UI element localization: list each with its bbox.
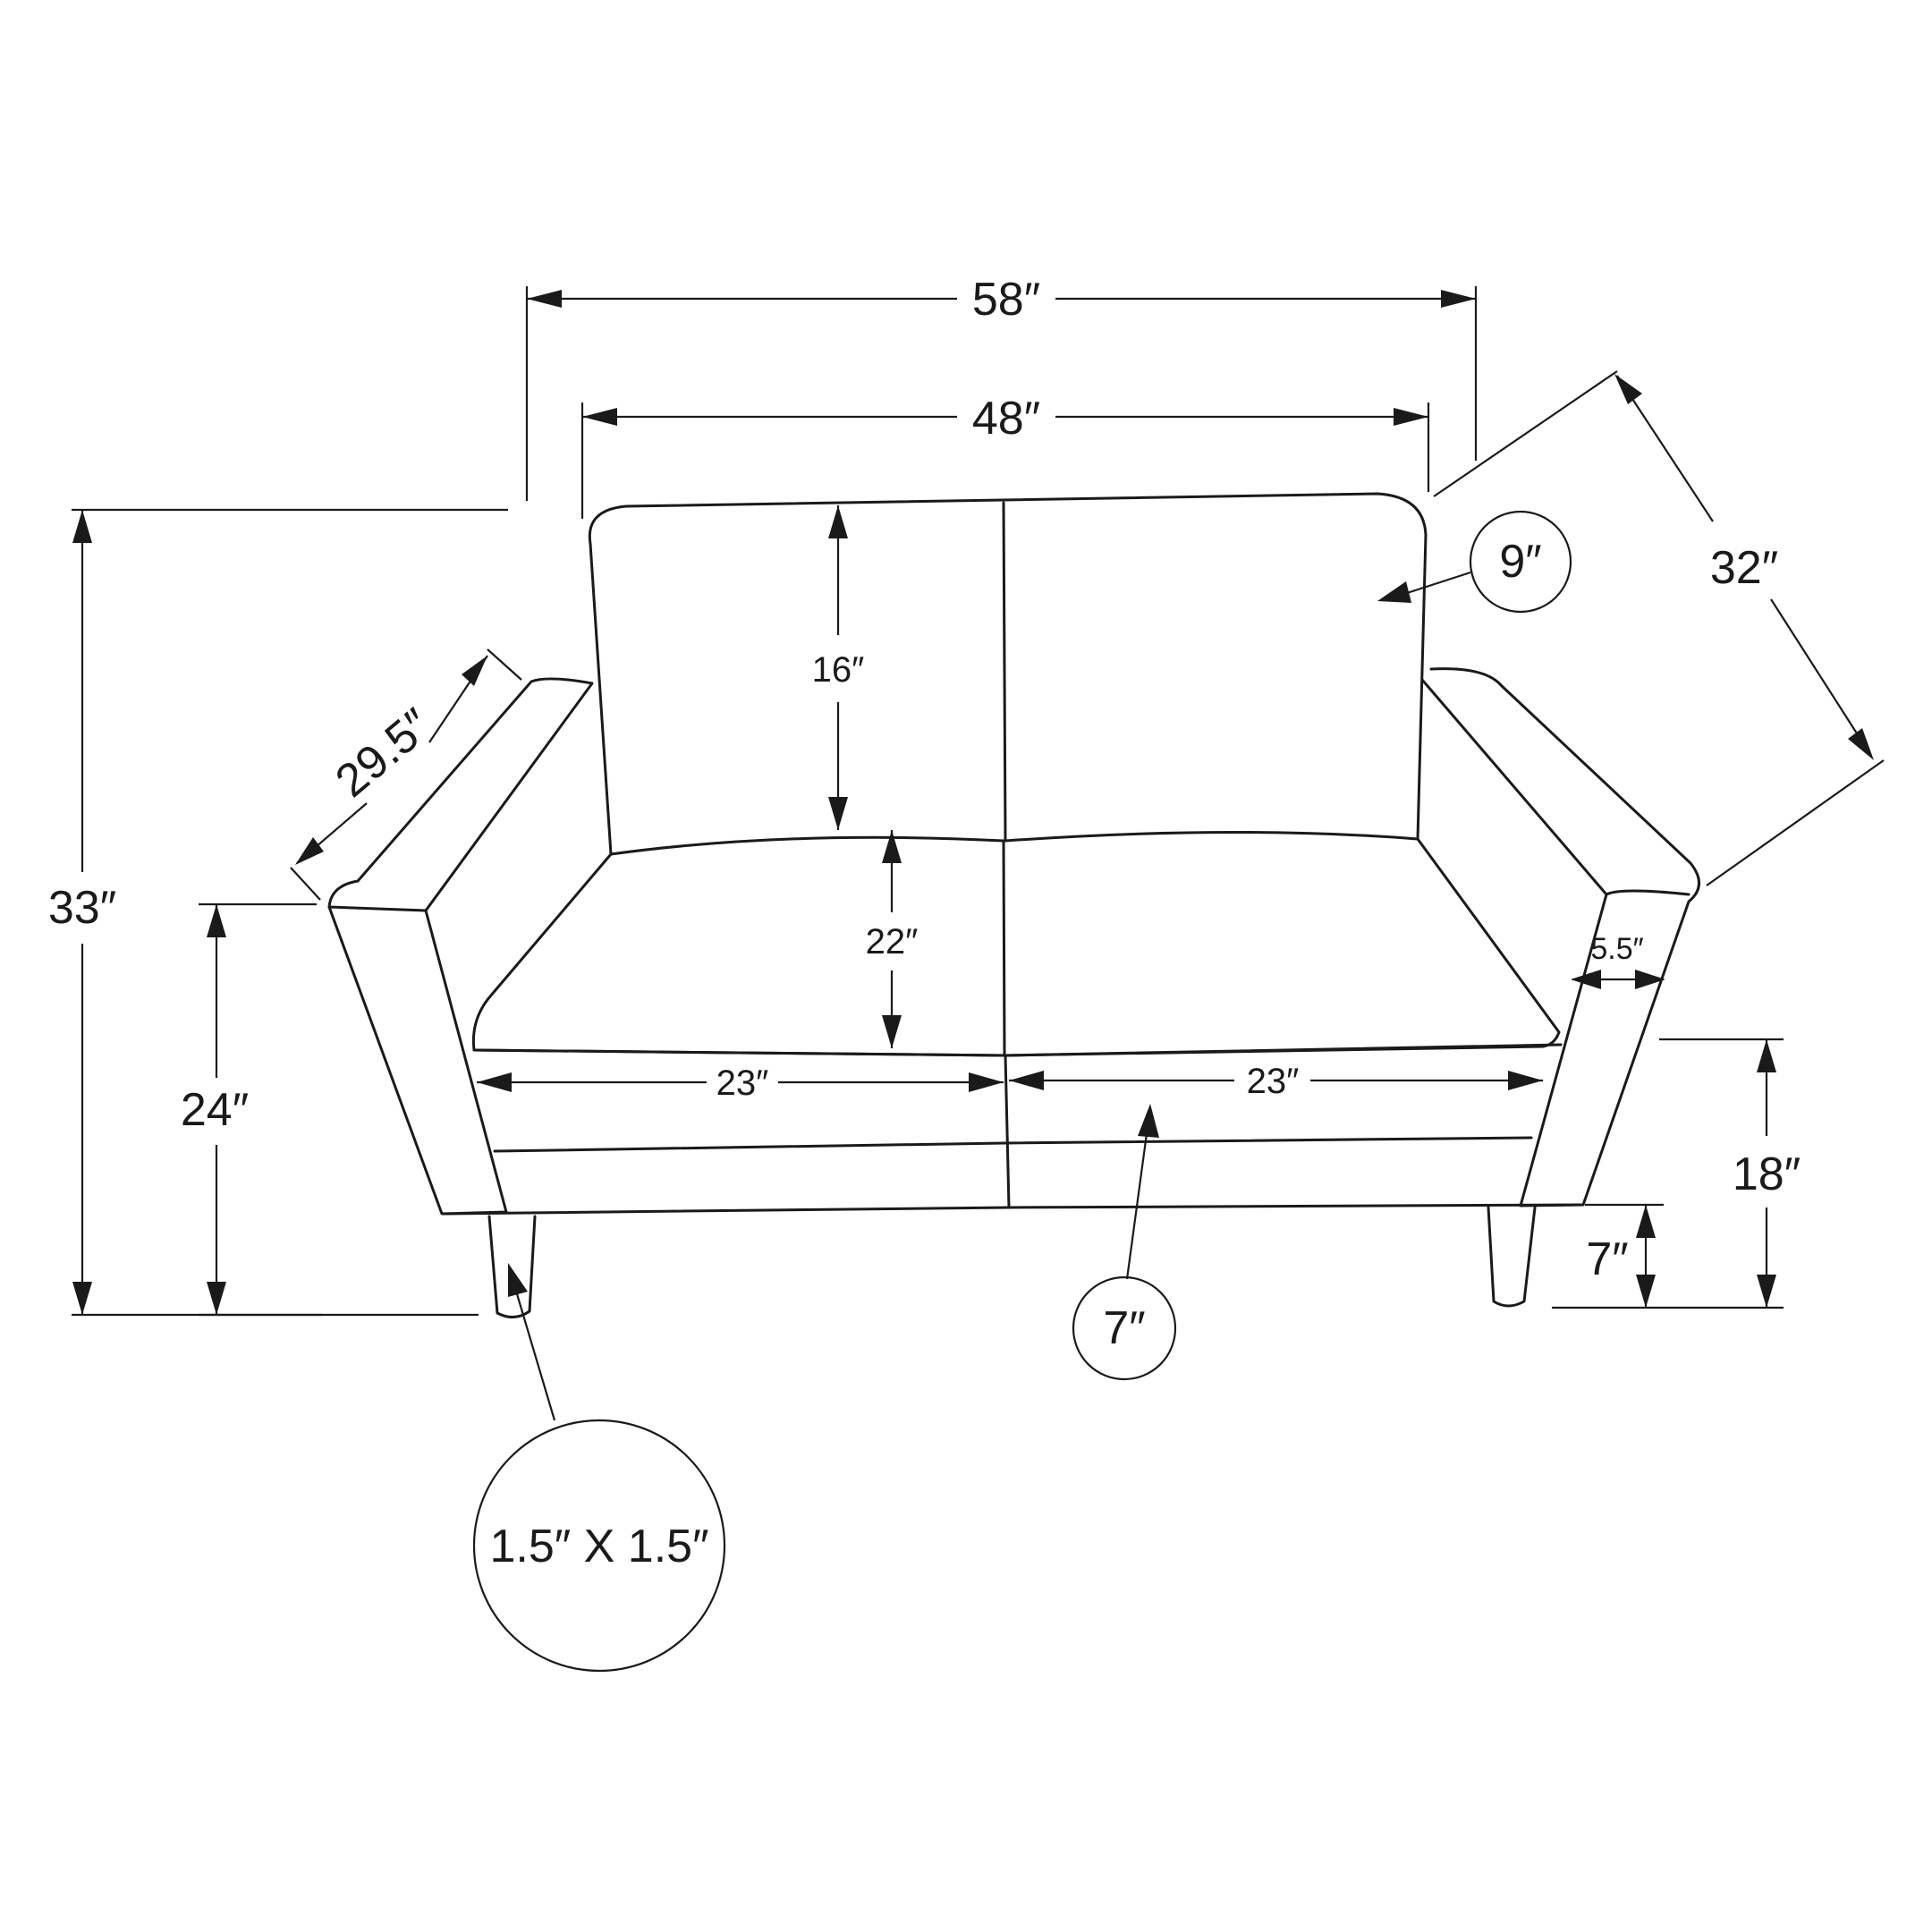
sofa-outline — [327, 492, 1700, 1318]
seat-cushion-left — [471, 835, 1006, 1057]
seat-cushion-right-width-label: 23″ — [1247, 1062, 1300, 1101]
leg-height-label: 7″ — [1586, 1233, 1628, 1285]
overall-width-label: 58″ — [972, 274, 1040, 326]
seat-front-center-seam — [1004, 1054, 1011, 1209]
right-arm — [1420, 667, 1700, 1208]
arm-height-label: 24″ — [181, 1084, 249, 1136]
leg-size-callout-circle — [472, 1419, 726, 1673]
seat-width-label: 48″ — [972, 393, 1040, 445]
seat-base-bottom — [443, 1203, 1583, 1216]
back-depth-callout-circle — [1469, 510, 1572, 614]
left-arm — [327, 677, 594, 1216]
arm-length-label: 29.5″ — [326, 699, 442, 807]
cushion-thickness-callout-circle — [1072, 1275, 1177, 1381]
left-leg — [487, 1215, 537, 1318]
backrest — [588, 492, 1428, 856]
arm-width-label: 5.5″ — [1590, 932, 1643, 966]
dimension-lines — [72, 286, 1885, 1673]
seat-cushion-right — [1004, 830, 1561, 1057]
overall-height-label: 33″ — [48, 882, 116, 934]
seat-cushion-left-width-label: 23″ — [716, 1063, 769, 1103]
right-leg — [1487, 1206, 1537, 1308]
leg-size-label: 1.5″ X 1.5″ — [490, 1521, 709, 1572]
seat-depth-label: 22″ — [866, 922, 919, 962]
dimension-labels: 58″ 48″ 32″ 9″ 16″ 22″ 29.5″ 33″ 24″ 5.5… — [48, 274, 1801, 1572]
backrest-seam — [1002, 501, 1007, 843]
seat-cushion-thickness-label: 7″ — [1103, 1302, 1145, 1354]
overall-depth-label: 32″ — [1710, 542, 1778, 594]
seat-front-divider — [493, 1136, 1533, 1153]
seat-height-label: 18″ — [1733, 1148, 1801, 1200]
back-cushion-height-label: 16″ — [812, 650, 865, 690]
back-cushion-depth-label: 9″ — [1499, 536, 1541, 588]
